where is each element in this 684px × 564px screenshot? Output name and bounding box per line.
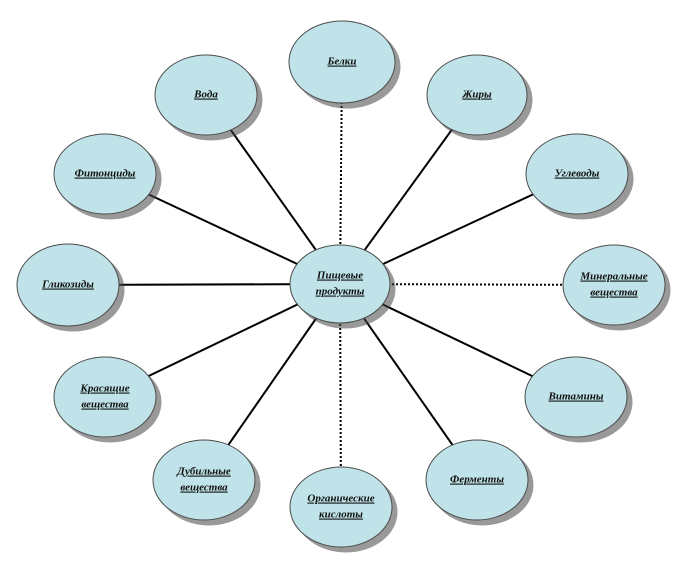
node-mineralnye: Минеральные вещества: [562, 244, 666, 326]
node-glikozidy-label: Гликозиды: [41, 279, 94, 291]
node-krasyashchie: Красящие вещества: [53, 356, 157, 438]
node-mineralnye-label: Минеральные: [579, 271, 647, 283]
node-mineralnye-ellipse: [562, 244, 666, 326]
node-organicheskie-label: Органические: [307, 493, 374, 505]
node-voda-label: Вода: [193, 89, 218, 101]
node-organicheskie-ellipse: [289, 466, 393, 548]
node-fermenty-label: Ферменты: [450, 474, 504, 486]
node-fermenty-ellipse: [425, 439, 529, 521]
node-uglevody-label: Углеводы: [555, 168, 600, 180]
node-krasyashchie-label: вещества: [81, 399, 129, 411]
node-voda-ellipse: [154, 54, 258, 136]
node-fitontsidy: Фитонциды: [53, 133, 157, 215]
node-belki-ellipse: [288, 20, 396, 104]
node-dubilnye-ellipse: [152, 439, 256, 521]
node-vitaminy-label: Витамины: [548, 391, 604, 403]
node-krasyashchie-label: Красящие: [79, 383, 129, 395]
node-fitontsidy-ellipse: [53, 133, 157, 215]
node-glikozidy: Гликозиды: [16, 243, 120, 327]
node-mineralnye-label: вещества: [590, 287, 638, 299]
center-node-label: продукты: [316, 286, 365, 298]
outer-nodes: БелкиЖирыУглеводыМинеральныевеществаВита…: [16, 20, 666, 548]
node-zhiry-ellipse: [426, 54, 528, 136]
node-zhiry: Жиры: [426, 54, 528, 136]
center-node: Пищевые продукты: [289, 244, 391, 324]
node-vitaminy-ellipse: [524, 356, 628, 438]
node-zhiry-label: Жиры: [461, 89, 492, 101]
node-uglevody: Углеводы: [525, 133, 629, 215]
node-organicheskie-label: кислоты: [319, 509, 363, 521]
node-vitaminy: Витамины: [524, 356, 628, 438]
node-glikozidy-ellipse: [16, 243, 120, 327]
node-krasyashchie-ellipse: [53, 356, 157, 438]
center-node-ellipse: [289, 244, 391, 324]
node-dubilnye-label: Дубильные: [176, 466, 231, 478]
center-node-label: Пищевые: [316, 270, 363, 282]
node-fermenty: Ферменты: [425, 439, 529, 521]
node-uglevody-ellipse: [525, 133, 629, 215]
node-organicheskie: Органические кислоты: [289, 466, 393, 548]
node-fitontsidy-label: Фитонциды: [75, 168, 136, 180]
node-dubilnye: Дубильные вещества: [152, 439, 256, 521]
node-belki: Белки: [288, 20, 396, 104]
node-voda: Вода: [154, 54, 258, 136]
node-belki-label: Белки: [327, 56, 357, 68]
node-dubilnye-label: вещества: [180, 482, 228, 494]
